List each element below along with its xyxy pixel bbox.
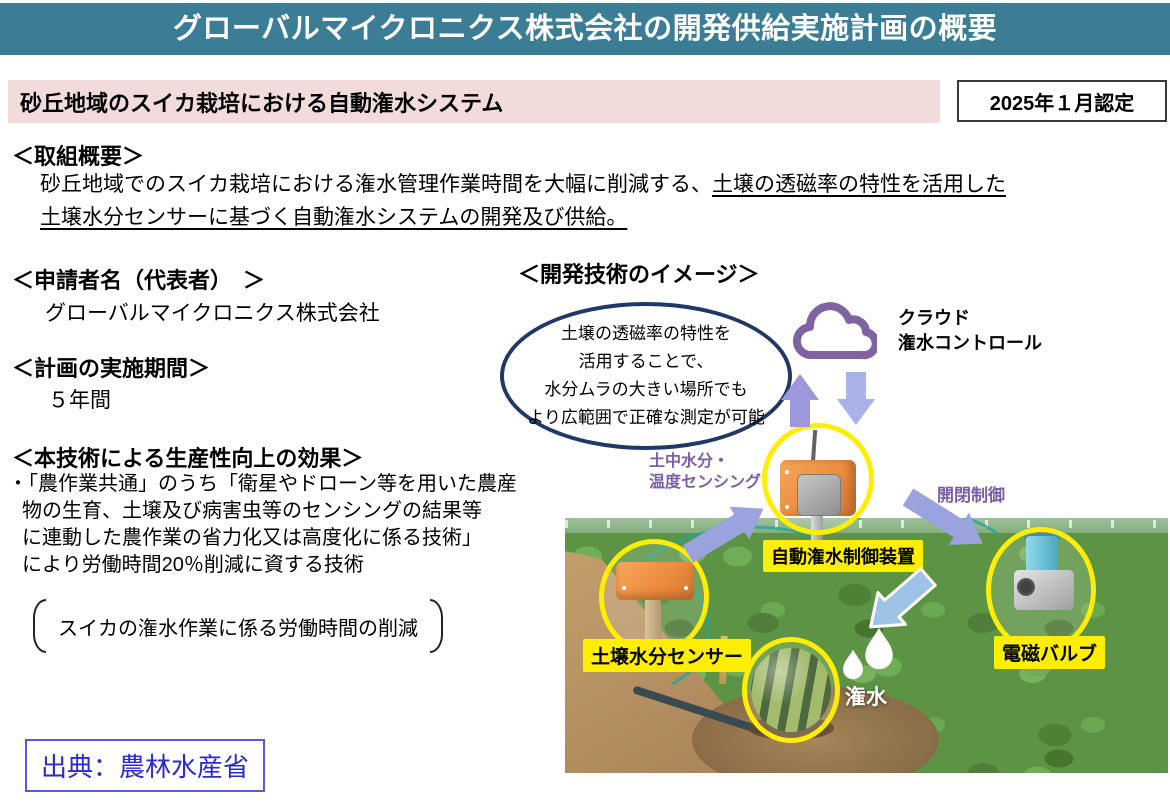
valve-label: 電磁バルブ [994, 636, 1106, 669]
screw-dot [785, 505, 789, 509]
right-bracket-icon [430, 599, 443, 653]
callout-line: 水分ムラの大きい場所でも [544, 380, 748, 399]
water-label: 潅水 [845, 686, 887, 709]
valve-control-label: 開閉制御 [937, 486, 1005, 505]
callout-line: 活用することで、 [578, 352, 714, 371]
arrow-down-from-cloud [837, 372, 875, 425]
applicant-heading: ＜申請者名（代表者） ＞ [12, 268, 266, 293]
effect-bullet-line: に連動した農作業の省力化又は高度化に係る技術」 [22, 527, 482, 549]
screw-dot [785, 470, 789, 474]
effect-note-text: スイカの潅水作業に係る労働時間の削減 [58, 617, 418, 640]
page-title: グローバルマイクロニクス株式会社の開発供給実施計画の概要 [172, 13, 998, 45]
effect-bullet-line: ・「農作業共通」のうち「衛星やドローン等を用いた農産 [8, 473, 517, 495]
left-bracket-icon [33, 599, 46, 653]
controller-label: 自動潅水制御装置 [763, 540, 923, 572]
overview-line2: 土壌水分センサーに基づく自動潅水システムの開発及び供給。 [40, 206, 628, 229]
cloud-icon [792, 302, 877, 360]
subtitle-text: 砂丘地域のスイカ栽培における自動潅水システム [20, 90, 504, 116]
subtitle-bar: 砂丘地域のスイカ栽培における自動潅水システム [8, 80, 940, 123]
period-value: ５年間 [48, 389, 111, 412]
sensor-highlight-ring [599, 539, 709, 655]
cloud-label: クラウド 潅水コントロール [898, 308, 1042, 353]
sensor-label: 土壌水分センサー [583, 639, 752, 672]
header-bar: グローバルマイクロニクス株式会社の開発供給実施計画の概要 [0, 3, 1170, 55]
effect-bullet-line: 物の生育、土壌及び病害虫等のセンシングの結果等 [22, 500, 482, 522]
callout-line: 土壌の透磁率の特性を [561, 324, 731, 343]
diagram-heading: ＜開発技術のイメージ＞ [518, 262, 760, 287]
overview-line1: 砂丘地域でのスイカ栽培における潅水管理作業時間を大幅に削減する、土壌の透磁率の特… [40, 173, 1006, 196]
source-box: 出典：農林水産省 [25, 739, 266, 792]
screw-dot [684, 586, 688, 590]
effect-heading: ＜本技術による生産性向上の効果＞ [12, 446, 364, 471]
applicant-name: グローバルマイクロニクス株式会社 [45, 302, 380, 325]
valve-highlight-ring [986, 527, 1096, 653]
overview-body: 砂丘地域でのスイカ栽培における潅水管理作業時間を大幅に削減する、土壌の透磁率の特… [40, 168, 1070, 234]
diagram-callout: 土壌の透磁率の特性を 活用することで、 水分ムラの大きい場所でも より広範囲で正… [500, 302, 792, 450]
period-heading: ＜計画の実施期間＞ [12, 356, 211, 381]
effect-note: スイカの潅水作業に係る労働時間の削減 [33, 599, 443, 653]
callout-line: より広範囲で正確な測定が可能 [527, 408, 765, 427]
overview-heading: ＜取組概要＞ [12, 144, 145, 169]
screw-dot [622, 586, 626, 590]
watermelon-highlight-ring [742, 637, 840, 743]
field-posts [565, 520, 1168, 528]
controller-highlight-ring [762, 423, 874, 535]
effect-bullet-line: により労働時間20％削減に資する技術 [22, 554, 364, 576]
certification-badge: 2025年１月認定 [957, 80, 1167, 122]
effect-bullet: ・「農作業共通」のうち「衛星やドローン等を用いた農産 物の生育、土壌及び病害虫等… [8, 471, 560, 579]
sensing-label: 土中水分・ 温度センシング [649, 453, 762, 491]
